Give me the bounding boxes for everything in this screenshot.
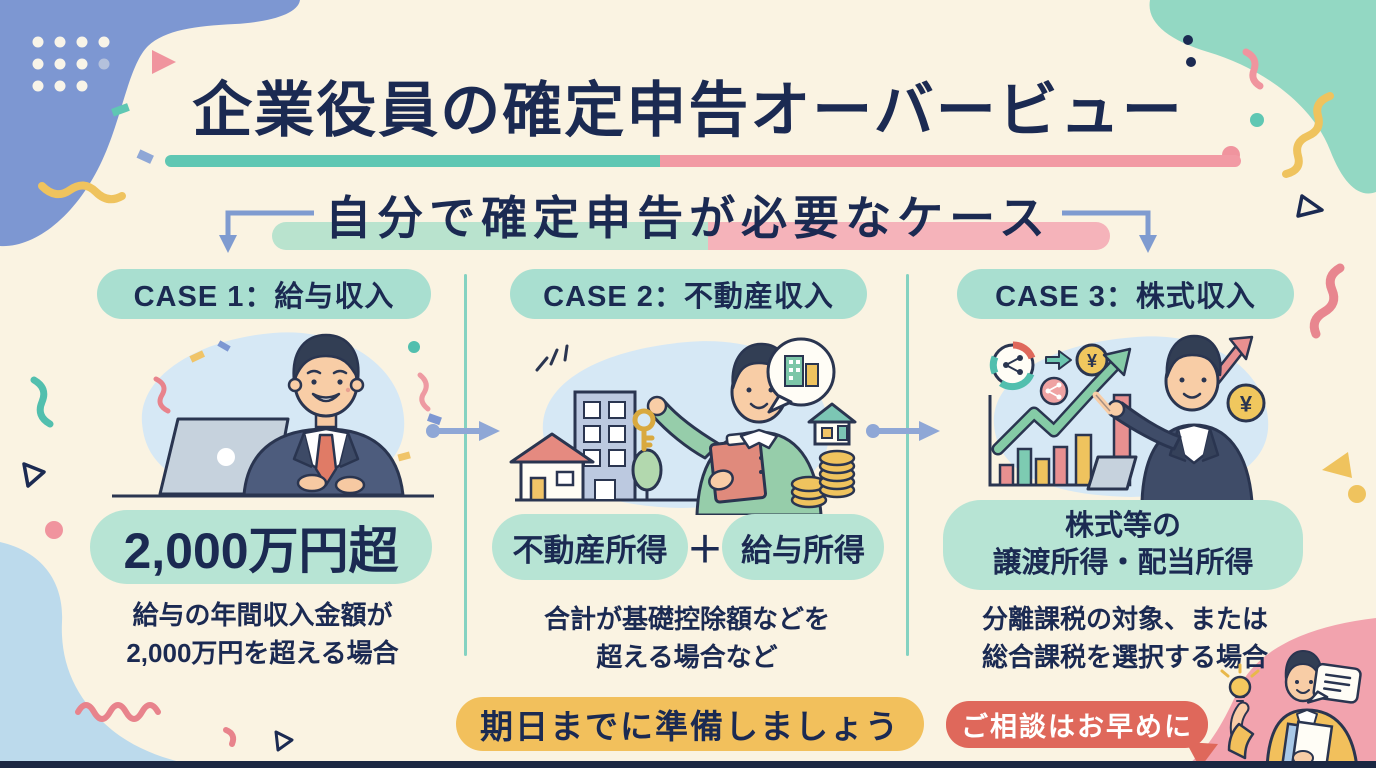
dot-grid-decoration xyxy=(32,36,110,92)
page-title: 企業役員の確定申告オーバービュー xyxy=(192,77,1184,144)
pink-dot xyxy=(45,521,63,539)
case1-description: 給与の年間収入金額が 2,000万円を超える場合 xyxy=(126,600,399,668)
connector-arrow-icon xyxy=(426,421,500,441)
yellow-squiggle-left xyxy=(38,181,126,204)
case3-header-pill: CASE 3：株式収入 xyxy=(957,269,1294,319)
column-divider xyxy=(906,274,909,656)
subtitle-highlight xyxy=(272,222,1110,250)
case1-header-pill: CASE 1：給与収入 xyxy=(97,269,431,319)
case2-income-pill-left: 不動産所得 xyxy=(492,514,688,580)
navy-triangle-outline xyxy=(1296,194,1324,218)
case3-header-label: CASE 3：株式収入 xyxy=(995,281,1256,313)
navy-dot xyxy=(1183,35,1193,45)
plus-sign: ＋ xyxy=(686,529,723,570)
connector-arrow-icon xyxy=(866,421,940,441)
case1-amount-pill: 2,000万円超 xyxy=(90,510,432,584)
svg-text:¥: ¥ xyxy=(1087,351,1097,371)
column-divider xyxy=(464,274,467,656)
footer-advisor-illustration xyxy=(1220,650,1362,768)
section-subtitle: 自分で確定申告が必要なケース xyxy=(325,192,1051,244)
teal-confetti xyxy=(111,103,130,117)
left-bracket-arrow-icon xyxy=(219,210,314,253)
case3-illustration: ¥ ¥ xyxy=(988,334,1269,502)
title-underline-accent xyxy=(165,155,1241,167)
mint-corner-blob xyxy=(1149,0,1376,194)
yellow-squiggle-right xyxy=(1282,92,1334,178)
pink-squiggle-right xyxy=(1309,263,1345,339)
navy-triangle-outline xyxy=(22,462,46,488)
consult-badge: ご相談はお早めに xyxy=(946,701,1208,748)
case2-description: 合計が基礎控除額などを 超える場合など xyxy=(543,604,830,672)
teal-dot xyxy=(1250,113,1264,127)
pink-curl-bottom xyxy=(223,727,237,747)
bottom-accent-bar xyxy=(0,761,1376,768)
case2-illustration xyxy=(509,337,857,515)
right-bracket-arrow-icon xyxy=(1062,210,1157,253)
case1-amount: 2,000万円超 xyxy=(123,523,399,579)
yellow-triangle xyxy=(1322,452,1352,478)
case1-header-label: CASE 1：給与収入 xyxy=(133,281,395,313)
pink-triangle-confetti xyxy=(152,50,176,74)
deadline-badge: 期日までに準備しましょう xyxy=(456,697,924,751)
case2-header-label: CASE 2：不動産収入 xyxy=(543,281,834,313)
lightblue-corner-blob xyxy=(0,542,214,768)
pink-curl xyxy=(1242,48,1264,90)
blue-confetti xyxy=(136,149,154,164)
case3-income-pill: 株式等の 譲渡所得・配当所得 xyxy=(943,500,1303,590)
case1-illustration xyxy=(112,332,442,498)
case2-income-pill-right: 給与所得 xyxy=(722,514,884,580)
case3-description: 分離課税の対象、または 総合課税を選択する場合 xyxy=(981,604,1268,672)
yellow-dot xyxy=(1348,485,1366,503)
svg-text:¥: ¥ xyxy=(1240,392,1253,417)
navy-triangle-outline-bottom xyxy=(274,730,294,752)
case2-header-pill: CASE 2：不動産収入 xyxy=(510,269,867,319)
teal-squiggle-left xyxy=(30,376,54,428)
pink-wave xyxy=(75,702,161,722)
consult-badge-tail xyxy=(1186,742,1218,768)
navy-dot xyxy=(1186,57,1196,67)
